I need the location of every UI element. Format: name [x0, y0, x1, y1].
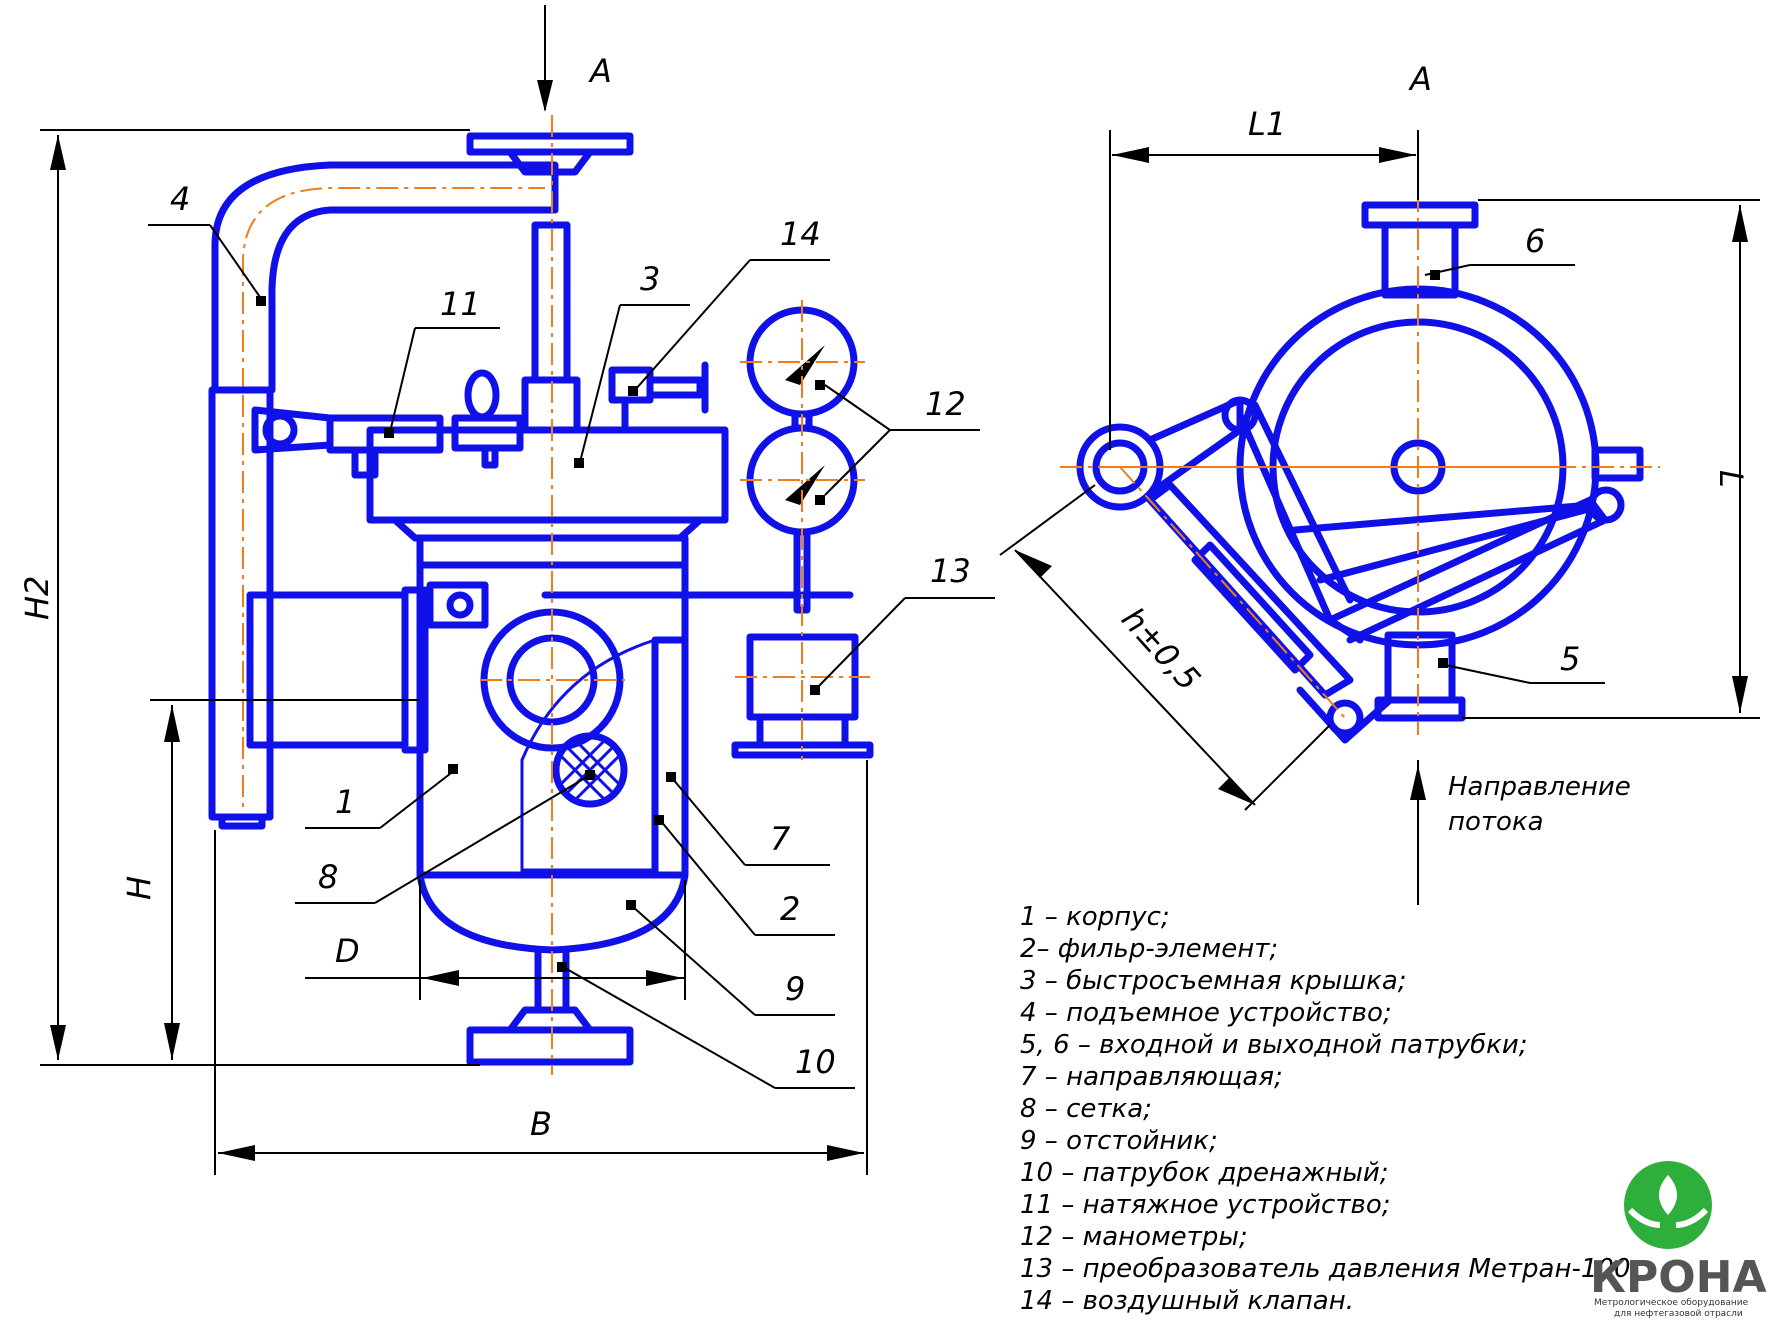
top-handwheel: [466, 132, 634, 156]
legend-item-2: 2– фильр-элемент;: [1020, 934, 1278, 964]
legend-item-9: 10 – патрубок дренажный;: [1020, 1158, 1389, 1188]
view-a: [1060, 190, 1660, 744]
legend-item-12: 13 – преобразователь давления Метран-100…: [1020, 1254, 1639, 1284]
lifting-column: [208, 386, 274, 821]
legend-item-7: 8 – сетка;: [1020, 1094, 1152, 1124]
callout-10: 10: [795, 1043, 836, 1081]
dim-l1: L1: [1248, 105, 1286, 143]
dim-d: D: [335, 932, 360, 970]
callout-4: 4: [170, 180, 190, 218]
view-a-dimensions: A L1 L h±0,5 Направление потока: [999, 60, 1760, 905]
legend-item-4: 4 – подъемное устройство;: [1020, 998, 1392, 1028]
callout-5: 5: [1560, 640, 1580, 678]
callout-9: 9: [785, 970, 805, 1008]
drain-wheel: [466, 1026, 634, 1066]
dim-h: H: [120, 876, 158, 900]
view-a-title: A: [1408, 60, 1432, 98]
lifting-arm: [211, 161, 559, 394]
callout-8: 8: [318, 858, 338, 896]
pressure-transmitter: [746, 633, 859, 721]
view-a-label: A: [588, 52, 612, 90]
legend-item-13: 14 – воздушный клапан.: [1020, 1286, 1354, 1316]
logo-subtitle-2: для нефтегазовой отрасли: [1614, 1309, 1743, 1319]
krona-logo: КРОНА Метрологическое оборудование для н…: [1590, 1161, 1767, 1319]
legend-item-3: 3 – быстросъемная крышка;: [1020, 966, 1407, 996]
legend-item-1: 1 – корпус;: [1020, 902, 1170, 932]
logo-name: КРОНА: [1590, 1252, 1767, 1303]
front-view: [208, 115, 874, 1075]
callout-1: 1: [335, 783, 355, 821]
legend-item-5: 5, 6 – входной и выходной патрубки;: [1020, 1030, 1528, 1060]
dim-l: L: [1712, 470, 1750, 488]
front-dimensions: A H2 H B D: [18, 5, 868, 1175]
flow-label-1: Направление: [1448, 772, 1631, 802]
callout-12: 12: [925, 385, 966, 423]
sump: [416, 871, 689, 954]
front-callouts: 4 11 3 14 12 13 1 8 7: [148, 180, 995, 1089]
callout-13: 13: [930, 552, 971, 590]
logo-subtitle-1: Метрологическое оборудование: [1594, 1298, 1749, 1308]
legend-item-6: 7 – направляющая;: [1020, 1062, 1283, 1092]
callout-2: 2: [780, 890, 800, 928]
mesh: [552, 732, 628, 808]
callout-14: 14: [780, 215, 821, 253]
callout-6: 6: [1525, 222, 1545, 260]
callout-11: 11: [440, 285, 481, 323]
quick-cover: [366, 426, 729, 524]
outlet-nozzle: [1381, 221, 1459, 299]
dim-h2: H2: [18, 576, 56, 620]
legend-item-11: 12 – манометры;: [1020, 1222, 1248, 1252]
dim-b: B: [530, 1105, 552, 1143]
legend-item-8: 9 – отстойник;: [1020, 1126, 1218, 1156]
dim-h-tolerance: h±0,5: [1114, 600, 1208, 698]
legend-item-10: 11 – натяжное устройство;: [1020, 1190, 1391, 1220]
view-a-callouts: 6 5: [1424, 222, 1605, 684]
legend: 1 – корпус; 2– фильр-элемент; 3 – быстро…: [1020, 902, 1639, 1316]
air-valve: [608, 366, 654, 404]
callout-7: 7: [770, 820, 791, 858]
callout-3: 3: [640, 260, 660, 298]
pressure-gauge-top: [746, 306, 858, 418]
flow-label-2: потока: [1448, 807, 1544, 837]
